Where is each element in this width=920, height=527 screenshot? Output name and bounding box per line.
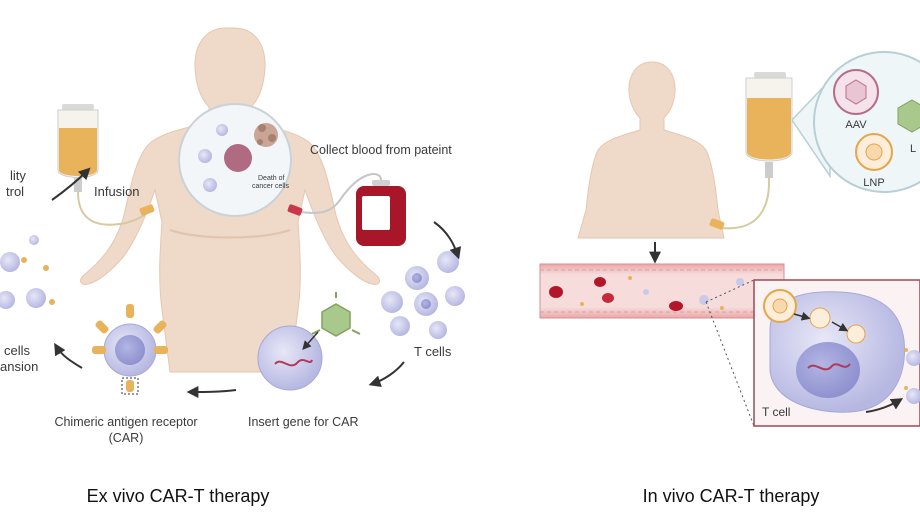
expansion-label-1: cells	[4, 343, 31, 358]
in-vivo-title: In vivo CAR-T therapy	[643, 486, 820, 506]
gene-insertion	[257, 292, 361, 391]
output-arrow	[865, 398, 904, 413]
collect-blood-label: Collect blood from pateint	[310, 143, 452, 157]
zoom-circle-killing	[178, 103, 292, 217]
car-label-1: Chimeric antigen receptor	[54, 415, 197, 429]
cycle-arrows	[51, 167, 462, 398]
infusion-label: Infusion	[94, 184, 140, 199]
car-t-output-cells	[904, 348, 920, 404]
car-t-cell	[92, 304, 168, 395]
death-label-1: Death of	[258, 175, 285, 182]
aav-label: AAV	[845, 119, 867, 131]
insert-gene-label: Insert gene for CAR	[248, 415, 358, 429]
lnp-label: LNP	[863, 177, 884, 189]
patient-upper-body	[577, 61, 725, 239]
t-cell-label: T cell	[762, 405, 790, 419]
expansion-label-2: ansion	[0, 359, 38, 374]
ex-vivo-panel: lity trol Infusion Collect blood from pa…	[0, 27, 465, 506]
t-cells-cluster	[381, 251, 465, 339]
death-label-2: cancer cells	[252, 183, 289, 190]
zoom-lines	[705, 279, 755, 427]
quality-label-1: lity	[10, 168, 26, 183]
infusion-bag-right	[709, 72, 793, 230]
blood-bag	[287, 173, 406, 246]
quality-label-2: trol	[6, 184, 24, 199]
ex-vivo-title: Ex vivo CAR-T therapy	[87, 486, 270, 506]
t-cells-label: T cells	[414, 344, 452, 359]
in-vivo-panel: AAV LNP L	[539, 51, 920, 506]
lentivirus-label: L	[910, 143, 916, 155]
car-label-2: (CAR)	[109, 431, 144, 445]
blood-vessel	[539, 263, 785, 319]
expanded-cells	[0, 235, 55, 309]
infusion-bag	[57, 104, 155, 226]
vector-zoom-balloon	[791, 51, 920, 193]
